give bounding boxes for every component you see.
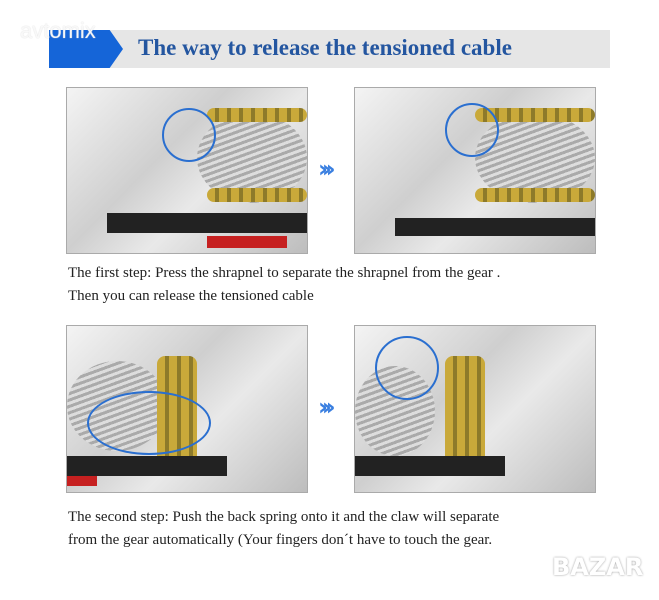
title-banner — [49, 30, 610, 68]
arrow-right-icon: ››› — [318, 155, 336, 183]
arrow-right-icon: ››› — [318, 393, 336, 421]
photo-step1-after — [354, 87, 596, 254]
watermark-avtomix: avtomix — [20, 18, 96, 43]
step1-caption-line1: The first step: Press the shrapnel to se… — [68, 265, 501, 281]
page-title: The way to release the tensioned cable — [138, 35, 512, 60]
banner-arrow-icon — [49, 30, 123, 68]
photo-step2-after — [354, 325, 596, 493]
step2-caption-line2: from the gear automatically (Your finger… — [68, 532, 493, 548]
watermark-bazar: BAZAR — [552, 553, 644, 581]
photo-step1-before — [66, 87, 308, 254]
step2-caption-line1: The second step: Push the back spring on… — [68, 509, 500, 525]
photo-step2-before — [66, 325, 308, 493]
step1-caption-line2: Then you can release the tensioned cable — [68, 288, 314, 304]
